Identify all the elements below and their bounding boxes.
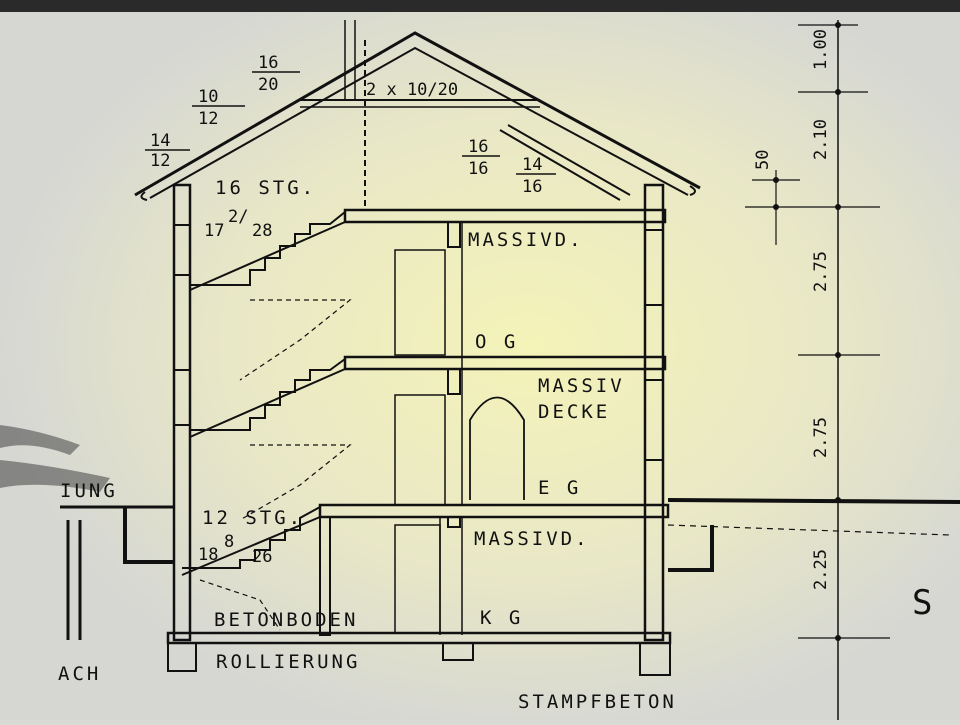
basement-storey-dim: 2.25 [811,549,831,590]
stair-upper-ratio-a: 17 [204,221,224,241]
arched-opening [469,396,525,500]
basement-floor-label: K G [480,607,523,629]
left-edge-label: ACH [58,663,101,685]
roof-outer-line [134,31,701,197]
gravel-bed-label: ROLLIERUNG [216,651,360,673]
ridge-height-dim: 1.00 [811,29,831,70]
stair-upper-ratio-b: 2/ [228,207,248,227]
left-exterior-wall [172,183,192,642]
rafter-size-num: 16 [258,53,278,73]
right-exterior-wall [643,183,665,642]
collar-beam-size: 2 x 10/20 [366,80,458,100]
ground-storey-dim: 2.75 [811,417,831,458]
beam-mark-2 [447,368,461,395]
ground-floor-label: E G [538,477,581,499]
beam-mark-3 [447,516,461,528]
strut-size-num: 14 [522,155,542,175]
roof-inner-line [149,46,689,199]
basement-wall [319,516,331,636]
purlin-size-num: 10 [198,87,218,107]
footing-label: STAMPFBETON [518,691,677,713]
right-edge-label: S C [912,583,960,623]
stair-lower-ratio-a: 18 [198,545,218,565]
left-footing [167,642,197,672]
upper-floor-label: O G [475,331,518,353]
stair-lower-ratio-c: 26 [252,547,272,567]
ground-ceiling-slab [318,503,670,519]
neighbor-wall [66,520,82,640]
right-footing [639,642,671,676]
left-light-well [123,507,174,564]
upper-door [394,249,446,356]
screen-top-bezel [0,0,960,12]
dimension-ticks [773,22,841,641]
ceiling-top-label: MASSIVD. [468,229,584,251]
ground-stair-hidden [239,444,352,521]
basement-stair-flight [182,506,321,569]
stair-upper-label: 16 STG. [215,177,316,199]
king-post-size-den: 16 [468,159,488,179]
upper-stair-flight [190,211,346,286]
section-linework [60,20,960,720]
ground-stair-flight [190,358,346,431]
strut-size-den: 16 [522,177,542,197]
ceiling-mid-label-2: DECKE [538,401,610,423]
beam-mark-1 [447,221,461,248]
basement-stair-hidden [199,579,281,631]
eaves-gutters [140,185,696,201]
knee-wall-dim: 50 [753,150,773,170]
basement-floor-slab [166,631,672,645]
ceiling-mid-label-1: MASSIV [538,375,625,397]
king-post-size-num: 16 [468,137,488,157]
floor-slab-label: BETONBODEN [214,609,358,631]
upper-storey-dim: 2.75 [811,251,831,292]
stair-lower-ratio-b: 8 [224,532,234,552]
upper-ceiling-slab [343,355,667,371]
purlin-size-den: 12 [198,109,218,129]
scan-smudge [0,425,110,492]
center-footing [442,642,474,661]
rafter-size-den: 20 [258,75,278,95]
stair-upper-ratio-c: 28 [252,221,272,241]
attic-ceiling-slab [343,208,667,224]
grade-line-right [667,498,960,504]
roof-height-dim: 2.10 [811,119,831,160]
eaves-size-den: 12 [150,151,170,171]
stair-lower-label: 12 STG. [202,507,303,529]
upper-stair-hidden [239,299,352,381]
right-light-well [668,525,714,572]
ceiling-basement-label: MASSIVD. [474,528,590,550]
grade-label: IUNG [60,480,118,502]
strut-line [499,129,621,201]
ground-door [394,394,446,506]
eaves-size-num: 14 [150,131,170,151]
